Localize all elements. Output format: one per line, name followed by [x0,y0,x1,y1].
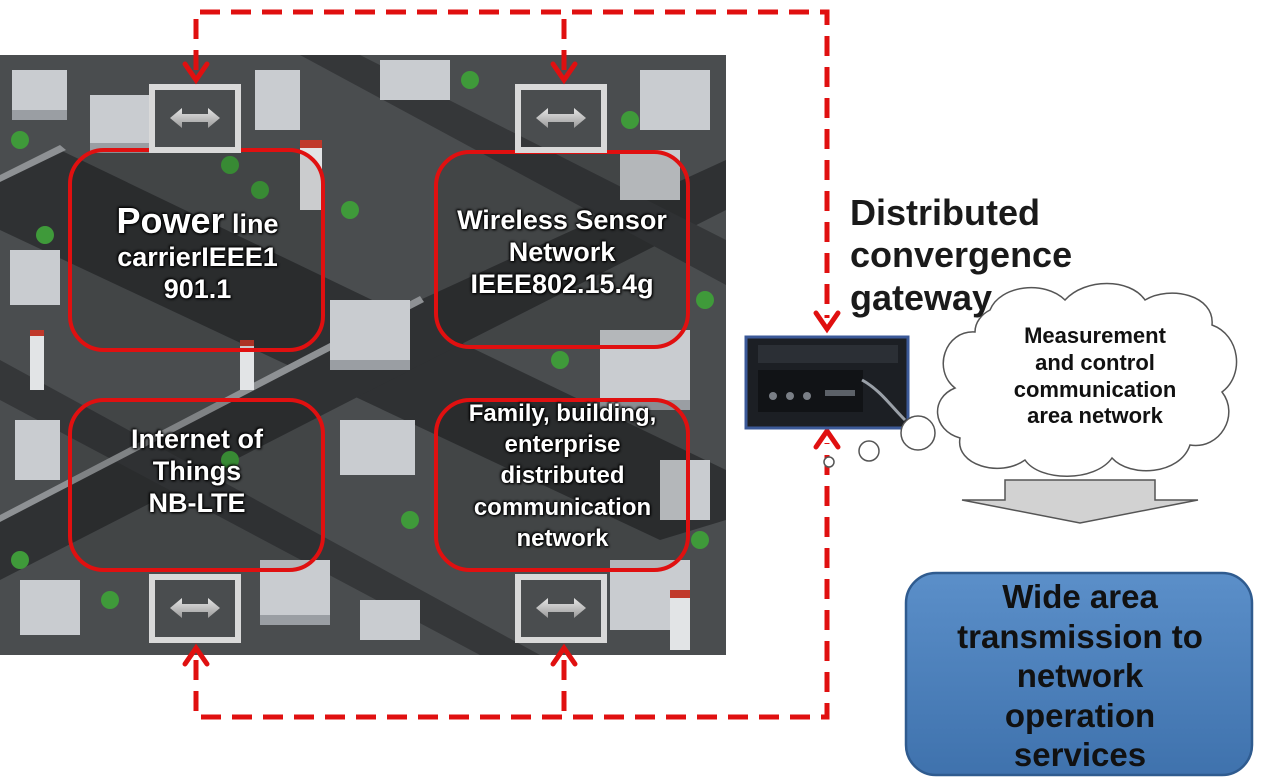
zone-iot [68,398,325,572]
gateway-title: Distributed convergence gateway [850,192,1110,319]
wan-label-text: network [1016,657,1144,695]
zone-family-building-text: network [516,524,609,552]
zone-power-line-title: Power [116,200,225,241]
zone-wireless-sensor-text: Network [508,236,616,267]
gateway-title-text: gateway [850,276,993,318]
double-arrow-icon [149,84,241,153]
zone-iot-text: NB-LTE [148,487,246,518]
zone-iot-label: Internet of Things NB-LTE [78,424,316,520]
wan-label-text: transmission to [957,617,1203,655]
wan-label-text: services [1013,736,1147,774]
gateway-title-text: convergence [850,234,1073,276]
double-arrow-icon [149,574,241,643]
zone-iot-text: Internet of [131,424,263,454]
zone-family-building-text: enterprise [504,431,621,459]
cloud-label-text: area network [1027,403,1163,429]
zone-family-building-label: Family, building, enterprise distributed… [440,398,685,554]
zone-family-building [434,398,690,572]
gateway-title-text: Distributed [850,192,1041,233]
link-arrowheads [182,61,841,667]
wan-label: Wide area transmission to network operat… [912,577,1248,775]
zone-wireless-sensor-text: Wireless Sensor [457,205,667,235]
cloud-label: Measurement and control communication ar… [990,323,1200,430]
zone-iot-text: Things [152,455,242,486]
zone-wireless-sensor-label: Wireless Sensor Network IEEE802.15.4g [438,205,686,301]
zone-power-line-subtitle: line [224,209,279,239]
network-zones [68,148,690,572]
zone-power-line-text: 901.1 [163,274,232,305]
zone-power-line-label: Power line carrierIEEE1 901.1 [80,200,315,306]
zone-family-building-text: communication [473,493,652,521]
cloud-label-text: and control [1035,349,1155,375]
connector-boxes [149,84,607,643]
cloud-label-text: communication [1013,376,1177,402]
city-illustration [0,55,726,655]
dashed-links [193,9,830,720]
down-arrow-icon [961,479,1199,524]
zone-power-line-text: carrierIEEE1 [117,242,278,273]
wan-label-text: Wide area [1002,578,1158,615]
cloud-shape [823,282,1238,477]
wan-label-text: operation [1004,696,1156,734]
zone-family-building-text: Family, building, [468,400,657,427]
cloud-label-text: Measurement [1024,323,1166,348]
zone-wireless-sensor-text: IEEE802.15.4g [470,268,654,299]
double-arrow-icon [515,84,607,153]
zone-family-building-text: distributed [500,462,625,490]
wan-box [904,571,1254,777]
gateway-device-image [744,335,910,430]
double-arrow-icon [515,574,607,643]
